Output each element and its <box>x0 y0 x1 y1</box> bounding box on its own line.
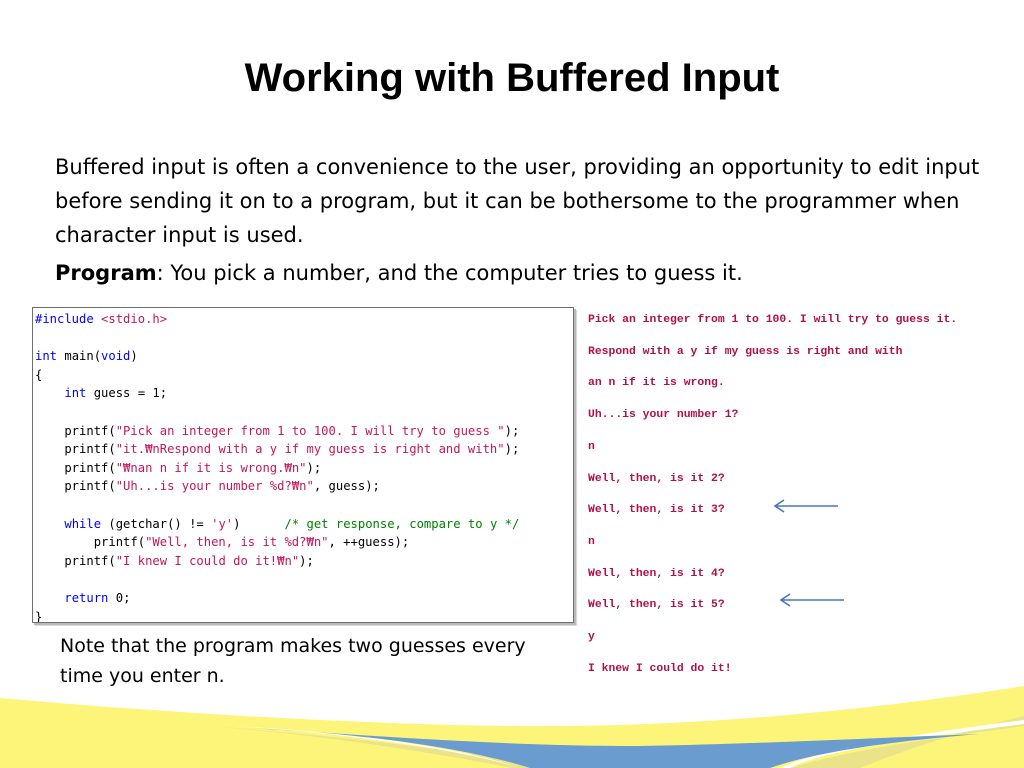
left-arrow-icon <box>773 499 838 513</box>
code-token <box>35 386 64 400</box>
code-token: printf( <box>35 535 146 550</box>
code-text: #include <stdio.h> int main(void) { int … <box>35 310 573 623</box>
note-text: Note that the program makes two guesses … <box>60 635 526 687</box>
code-token: 0; <box>108 590 131 605</box>
code-token: ) <box>130 349 138 364</box>
code-token <box>35 591 64 605</box>
code-token: void <box>101 349 131 364</box>
code-token: (getchar() != <box>101 516 212 531</box>
console-line: Uh...is your number 1? <box>588 409 739 422</box>
code-token: printf( <box>35 423 116 438</box>
code-token: int <box>64 386 87 401</box>
console-line: I knew I could do it! <box>588 662 732 675</box>
console-line: Well, then, is it 5? <box>588 599 725 612</box>
code-token: "I knew I could do it!₩n" <box>115 553 300 568</box>
program-description: Program: You pick a number, and the comp… <box>55 258 985 288</box>
console-line: an n if it is wrong. <box>588 377 725 390</box>
code-token: , guess); <box>313 479 380 494</box>
code-token: ); <box>299 553 314 568</box>
program-label: Program <box>55 261 157 285</box>
code-token: main( <box>57 349 102 364</box>
code-token: printf( <box>35 479 116 494</box>
code-token: while <box>64 516 102 531</box>
program-text: : You pick a number, and the computer tr… <box>156 261 743 285</box>
code-token: <stdio.h> <box>93 312 168 326</box>
code-token: "Uh...is your number %d?₩n" <box>115 479 314 494</box>
code-token: /* get response, compare to y */ <box>284 516 520 531</box>
code-listing: #include <stdio.h> int main(void) { int … <box>32 307 574 623</box>
code-token: ); <box>306 460 322 475</box>
console-line: Well, then, is it 4? <box>588 567 725 580</box>
code-token: ); <box>504 442 520 457</box>
console-line: n <box>588 535 595 548</box>
code-token: 'y' <box>211 516 234 531</box>
console-line: n <box>588 440 595 453</box>
code-token: "Pick an integer from 1 to 100. I will t… <box>115 423 505 438</box>
code-token: "₩nan n if it is wrong.₩n" <box>115 460 307 475</box>
code-token: #include <box>35 312 94 326</box>
console-output: Pick an integer from 1 to 100. I will tr… <box>588 305 1018 685</box>
left-arrow-icon <box>779 593 844 607</box>
code-token: "it.₩nRespond with a y if my guess is ri… <box>115 442 505 457</box>
code-token: ) <box>233 516 285 531</box>
code-token: "Well, then, is it %d?₩n" <box>145 535 329 550</box>
code-token: int <box>35 349 58 364</box>
console-line: y <box>588 631 595 644</box>
code-token: return <box>64 590 109 605</box>
code-token: , ++guess); <box>328 535 410 550</box>
code-token: printf( <box>35 442 116 457</box>
code-token: guess = 1; <box>86 386 168 401</box>
console-line: Pick an integer from 1 to 100. I will tr… <box>588 314 958 326</box>
console-line: Well, then, is it 2? <box>588 472 725 485</box>
code-token: ); <box>504 423 520 438</box>
intro-paragraph: Buffered input is often a convenience to… <box>55 155 980 247</box>
code-token: } <box>35 609 43 623</box>
code-token: printf( <box>35 460 116 475</box>
console-line: Respond with a y if my guess is right an… <box>588 345 903 358</box>
console-line: Well, then, is it 3? <box>588 504 725 517</box>
code-token: { <box>35 367 43 382</box>
code-token: printf( <box>35 553 116 568</box>
code-token <box>35 517 64 531</box>
decorative-wave <box>0 686 1024 768</box>
slide-title: Working with Buffered Input <box>244 56 780 100</box>
